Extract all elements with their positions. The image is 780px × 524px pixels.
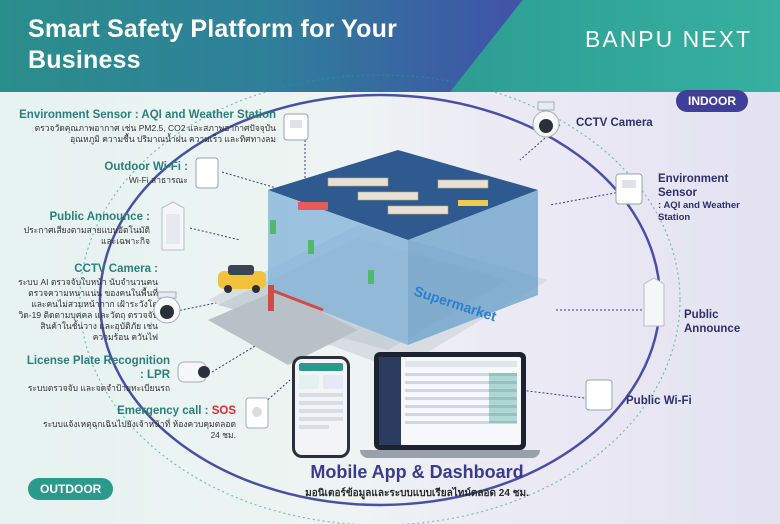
callout-title-suffix: : xyxy=(150,263,158,275)
speaker-icon xyxy=(161,201,185,251)
callout-title: CCTV Camera xyxy=(576,117,653,129)
public-wifi-icon xyxy=(585,379,613,411)
dashboard-ui xyxy=(379,357,517,445)
callout-subtitle: : AQI and Weather Station xyxy=(658,200,740,223)
dome-camera-icon xyxy=(153,291,181,324)
callout-title: Public Wi-Fi xyxy=(626,395,692,407)
callout-right-env-sensor: Environment Sensor : AQI and Weather Sta… xyxy=(658,172,768,224)
callout-cctv-camera: CCTV Camera : ระบบ AI ตรวจจับใบหน้า นับจ… xyxy=(18,262,158,343)
mobile-app-screen xyxy=(299,363,343,429)
wifi-router-icon xyxy=(195,157,219,189)
dashboard-screen xyxy=(379,357,521,445)
laptop-base xyxy=(360,450,540,458)
callout-desc: ระบบ AI ตรวจจับใบหน้า นับจำนวนคน ตรวจควา… xyxy=(18,277,158,342)
outdoor-tag: OUTDOOR xyxy=(28,478,114,500)
callout-title: Outdoor Wi-Fi xyxy=(104,161,181,173)
callout-desc: ตรวจวัดคุณภาพอากาศ เช่น PM2.5, CO2 และสภ… xyxy=(34,123,276,144)
sos-button-icon xyxy=(245,397,269,429)
callout-desc: Wi-Fi สาธารณะ xyxy=(128,175,188,185)
mobile-app-mockup xyxy=(292,356,350,458)
callout-title-suffix: : AQI and Weather Station xyxy=(131,109,276,121)
mobile-dashboard-title: Mobile App & Dashboard xyxy=(310,462,524,482)
callout-title: Environment Sensor xyxy=(658,173,729,199)
callout-public-announce: Public Announce : ประกาศเสียงตามสายแบบอั… xyxy=(20,210,150,247)
callout-emergency-call: Emergency call : SOS ระบบแจ้งเหตุฉุกเฉิน… xyxy=(40,404,236,441)
callout-title: Environment Sensor xyxy=(19,109,132,121)
callout-desc: ระบบแจ้งเหตุฉุกเฉินไปยังเจ้าหน้าที่ ห้อง… xyxy=(43,419,236,440)
page-title: Smart Safety Platform for Your Business xyxy=(28,15,398,74)
brand-logo: BANPU NEXT xyxy=(585,26,752,52)
indoor-env-sensor-icon xyxy=(615,173,643,205)
weather-station-icon xyxy=(283,113,309,141)
callout-title-suffix: : xyxy=(142,211,150,223)
callout-title: Public Announce xyxy=(684,309,741,335)
callout-right-cctv: CCTV Camera xyxy=(576,116,653,130)
callout-lpr: License Plate Recognition : LPR ระบบตรวจ… xyxy=(20,354,170,394)
callout-title-suffix: : xyxy=(180,161,188,173)
sos-label: SOS xyxy=(211,405,236,417)
callout-title: Public Announce xyxy=(49,211,143,223)
callout-title: Emergency call xyxy=(117,405,202,417)
callout-title: License Plate Recognition : LPR xyxy=(26,355,170,381)
indoor-tag: INDOOR xyxy=(676,90,748,112)
callout-environment-sensor: Environment Sensor : AQI and Weather Sta… xyxy=(8,108,276,145)
callout-desc: ระบบตรวจจับ และจดจำป้ายทะเบียนรถ xyxy=(27,383,170,393)
mobile-dashboard-subtitle: มอนิเตอร์ข้อมูลและระบบแบบเรียลไทม์ตลอด 2… xyxy=(305,488,529,499)
callout-right-announce: Public Announce xyxy=(684,308,764,336)
bullet-camera-icon xyxy=(177,361,210,383)
callout-right-wifi: Public Wi-Fi xyxy=(626,394,692,408)
callout-title-suffix: : xyxy=(201,405,212,417)
supermarket-building-illustration: Supermarket xyxy=(208,150,548,370)
callout-outdoor-wifi: Outdoor Wi-Fi : Wi-Fi สาธารณะ xyxy=(60,160,188,186)
ceiling-cctv-icon xyxy=(532,101,560,138)
callout-title: CCTV Camera xyxy=(74,263,151,275)
callout-desc: ประกาศเสียงตามสายแบบอัตโนมัติ และเฉพาะกิ… xyxy=(23,225,150,246)
dashboard-laptop-mockup xyxy=(374,352,526,450)
indoor-speaker-icon xyxy=(643,277,665,327)
